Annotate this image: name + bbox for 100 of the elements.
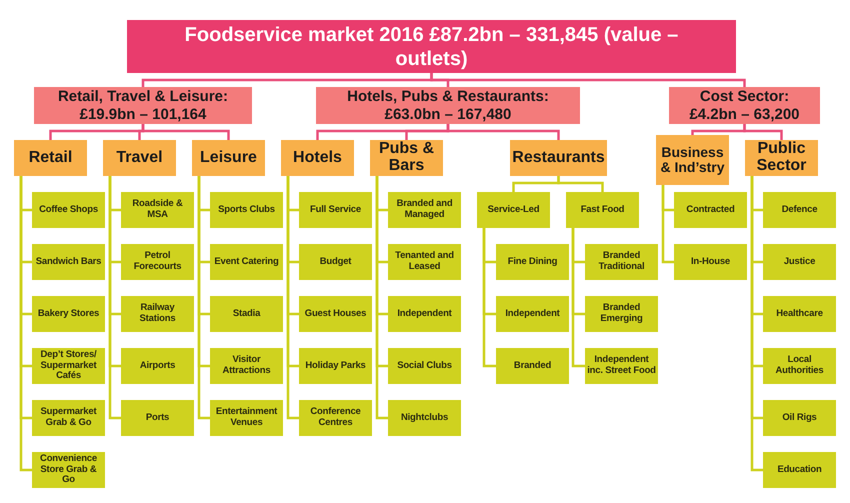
box-label: Hotels [293,150,342,166]
sector-box [34,87,252,124]
subsegment-box [674,244,747,280]
box-label: Fine Dining [508,256,558,268]
subsegment-box [477,192,550,228]
box-label: Nightclubs [400,412,448,424]
box-label: Education [777,464,822,476]
subsegment-box [299,400,372,436]
box-label: Social Clubs [397,360,452,372]
subsegment-box [299,296,372,332]
connector-line [743,124,783,140]
box-label: Bakery Stores [38,308,100,320]
box-label: Sandwich Bars [36,256,102,268]
subsegment-box [210,348,283,384]
box-label: Tenanted and Leased [394,251,455,273]
box-label: Branded and Managed [396,199,454,221]
segment-box [14,140,87,176]
box-label: Contracted [686,204,735,216]
box-label: Event Catering [214,256,279,268]
segment-box [745,140,818,176]
connector-line [430,73,746,87]
connector-line [662,185,674,264]
box-label: Independent inc. Street Food [586,355,657,377]
connector-line [376,176,388,420]
subsegment-box [121,192,194,228]
box-label: Supermarket Grab & Go [40,407,98,429]
box-label: Independent [505,308,560,320]
segment-box [510,140,607,176]
subsegment-box [763,400,836,436]
connector-line [572,228,585,368]
connector-line [750,176,763,472]
connector-line [108,176,121,420]
box-label: Guest Houses [304,308,366,320]
subsegment-box [210,400,283,436]
box-label: Cost Sector: £4.2bn – 63,200 [688,88,801,123]
box-label: Hotels, Pubs & Restaurants: £63.0bn – 167,480 [346,88,550,123]
box-label: Justice [784,256,816,268]
subsegment-box [210,192,283,228]
box-label: Branded Emerging [599,303,644,325]
subsegment-box [763,192,836,228]
segment-box [656,135,729,185]
box-label: Railway Stations [138,303,176,325]
box-label: Branded Traditional [598,251,646,273]
box-label: Restaurants [512,150,605,166]
subsegment-box [32,192,105,228]
subsegment-box [121,244,194,280]
subsegment-box [674,192,747,228]
box-label: Oil Rigs [782,412,817,424]
connector-line [20,176,32,472]
subsegment-box [210,244,283,280]
subsegment-box [496,296,569,332]
subsegment-box [32,296,105,332]
box-label: Budget [320,256,352,268]
subsegment-box [496,244,569,280]
box-label: Foodservice market 2016 £87.2bn – 331,845 (value – outlets) [184,22,680,70]
connector-line [286,176,299,420]
box-label: Ports [146,412,170,424]
subsegment-box [121,296,194,332]
subsegment-box [763,452,836,488]
subsegment-box [585,348,658,384]
box-label: Business & Ind’stry [660,145,725,175]
box-label: Full Service [310,204,361,216]
box-label: Leisure [200,150,257,166]
box-label: Healthcare [776,308,823,320]
box-label: Conference Centres [309,407,362,429]
box-label: In-House [690,256,730,268]
connector-line [446,124,560,140]
connector-line [198,176,210,420]
box-label: Independent [397,308,452,320]
subsegment-box [388,296,461,332]
box-label: Branded [514,360,552,372]
subsegment-box [566,192,639,228]
subsegment-box [388,400,461,436]
subsegment-box [210,296,283,332]
connector-line [142,124,230,140]
subsegment-box [299,244,372,280]
sector-box [669,87,820,124]
subsegment-box [299,192,372,228]
box-label: Stadia [232,308,260,320]
box-label: Retail, Travel & Leisure: £19.9bn – 101,164 [56,88,230,123]
box-label: Roadside & MSA [131,199,184,221]
subsegment-box [32,400,105,436]
subsegment-box [585,296,658,332]
box-label: Defence [782,204,818,216]
subsegment-box [32,348,105,384]
subsegment-box [32,244,105,280]
box-label: Visitor Attractions [222,355,272,377]
box-label: Sports Clubs [218,204,275,216]
connector-line [557,176,604,192]
box-label: Entertainment Venues [214,407,278,429]
segment-box [370,140,443,176]
box-label: Convenience Store Grab & Go [39,454,98,486]
subsegment-box [388,348,461,384]
subsegment-box [299,348,372,384]
subsegment-box [763,348,836,384]
box-label: Airports [140,360,176,372]
box-label: Retail [28,150,72,166]
subsegment-box [496,348,569,384]
market-box [127,20,736,73]
box-label: Petrol Forecourts [132,251,182,273]
